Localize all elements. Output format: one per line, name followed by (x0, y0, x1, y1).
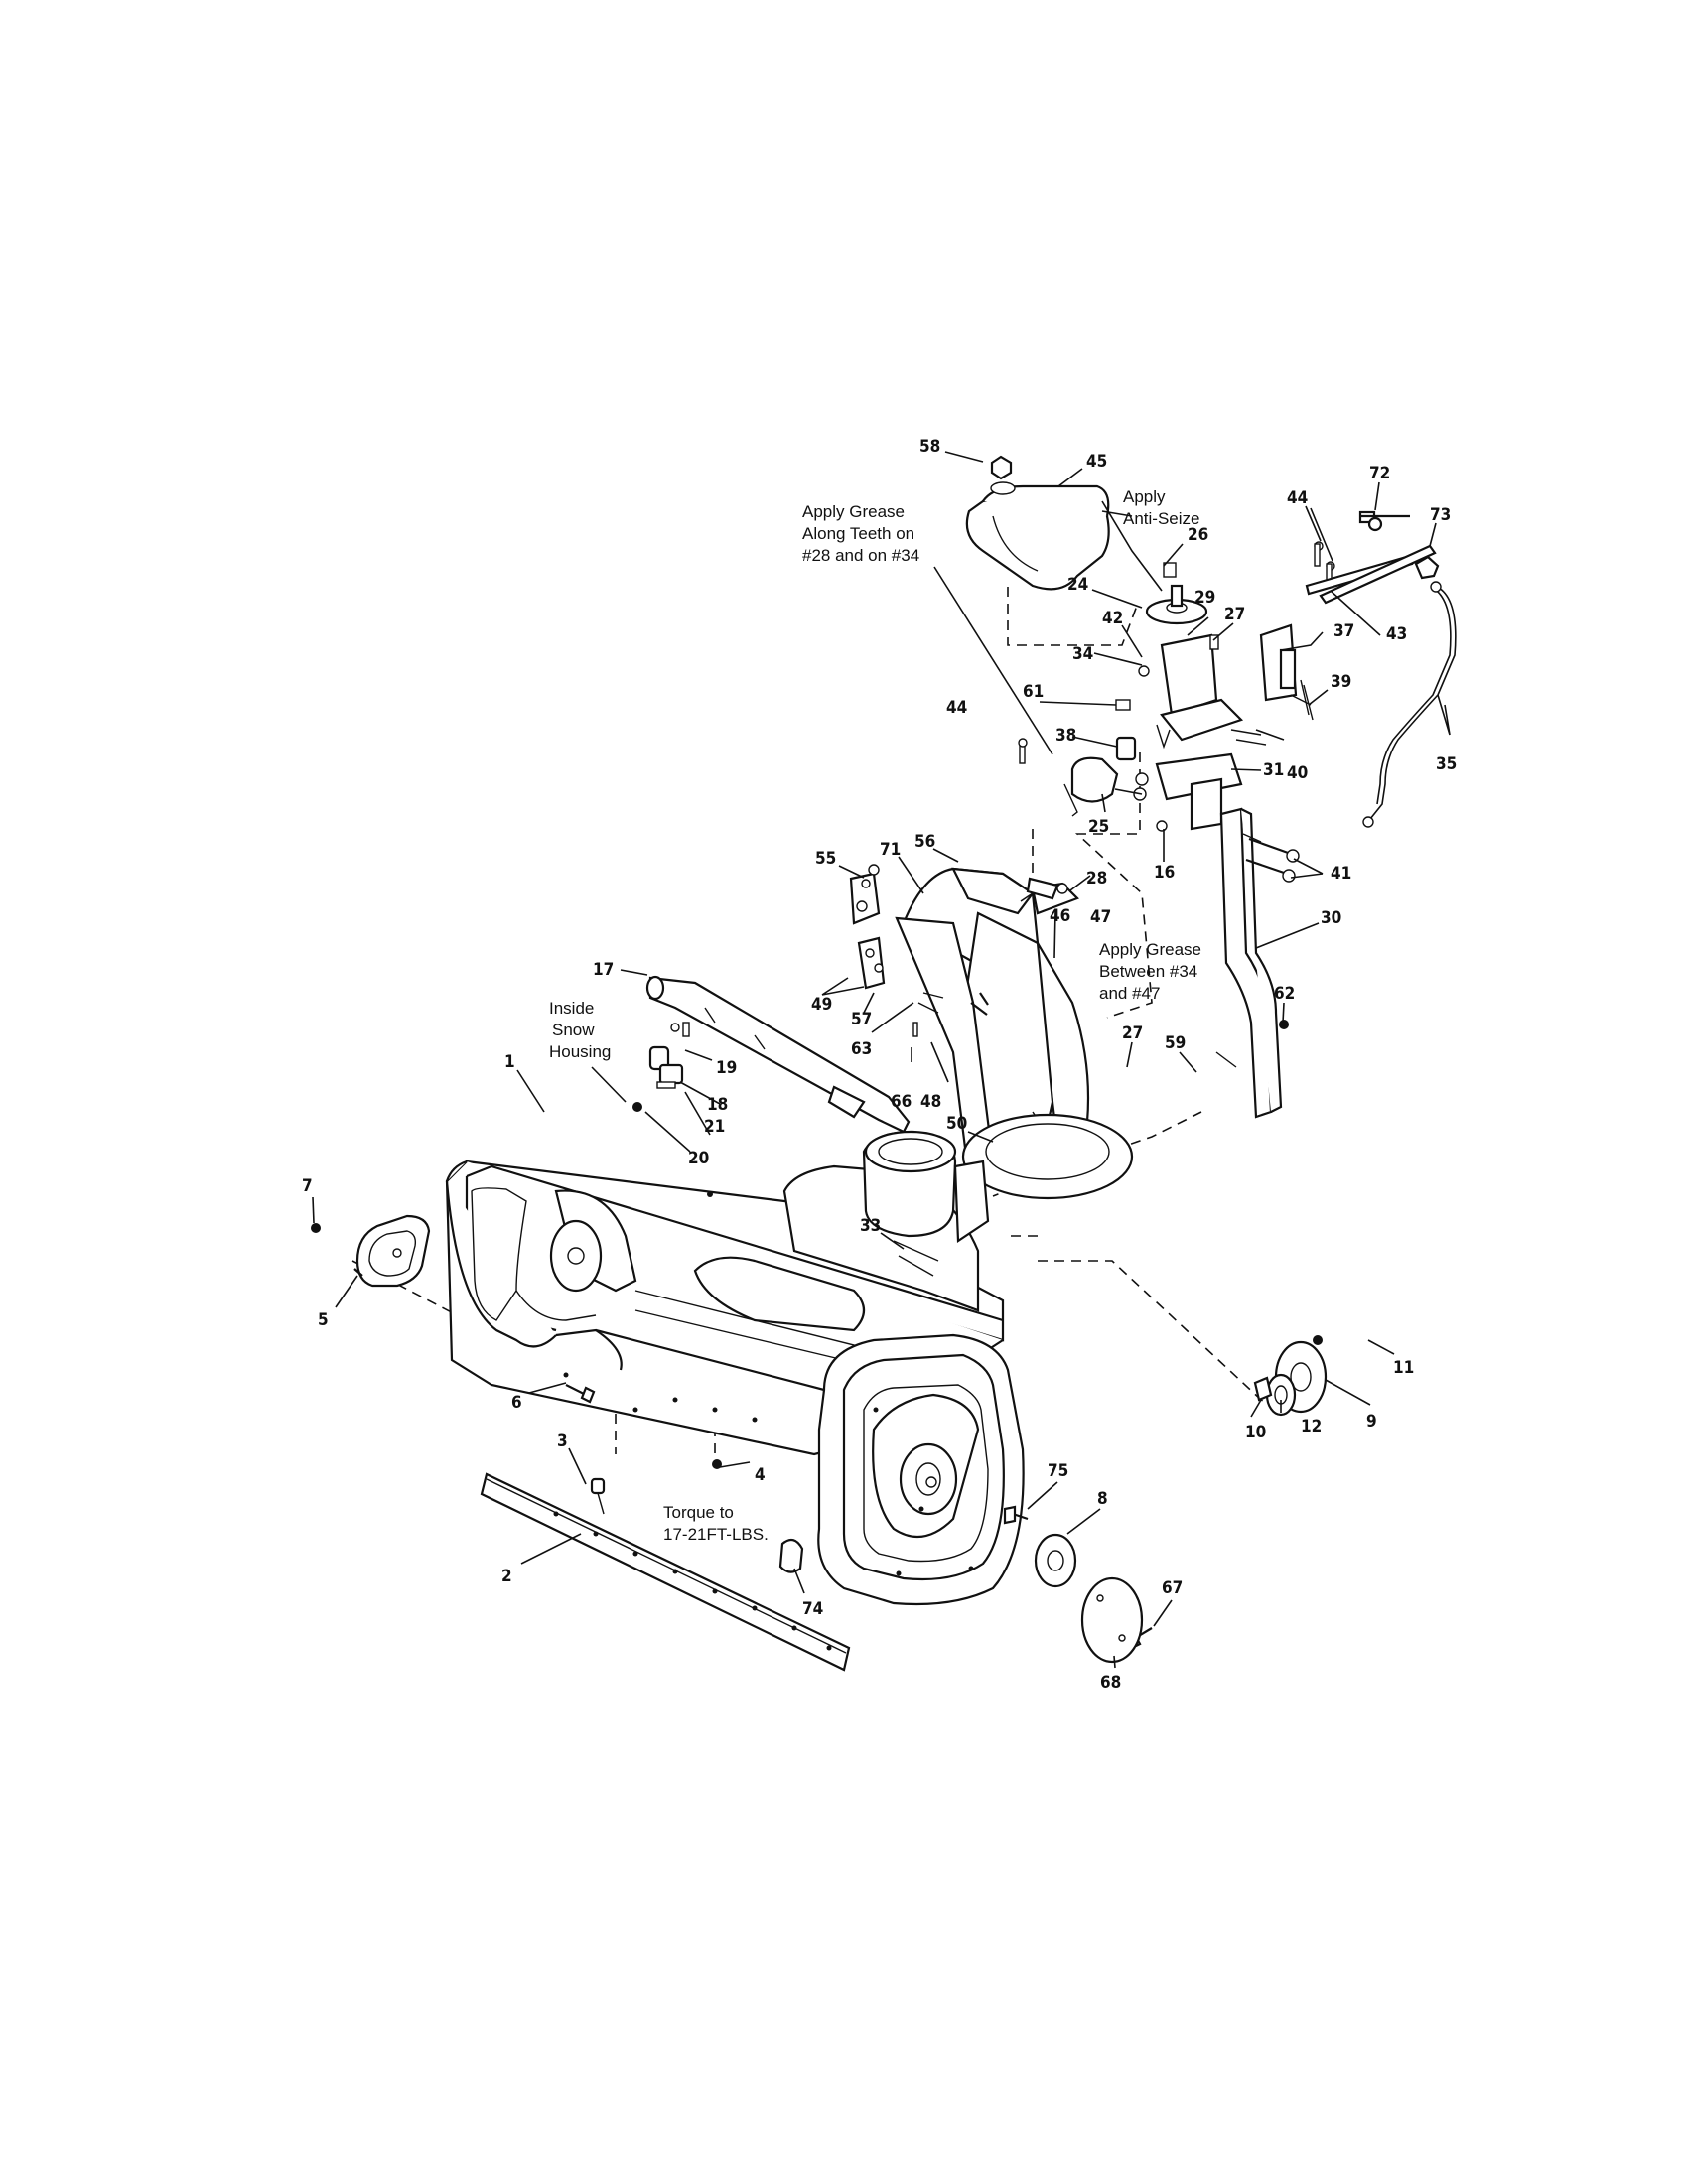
housing-right-side (817, 1333, 1025, 1606)
skid-shoe (353, 1214, 431, 1288)
part-label-33: 33 (860, 1216, 881, 1236)
part-label-63: 63 (851, 1039, 872, 1059)
part-label-7: 7 (302, 1176, 313, 1196)
part-label-21: 21 (704, 1117, 725, 1137)
part-label-57: 57 (851, 1010, 872, 1029)
part-label-37: 37 (1333, 621, 1354, 641)
part-label-43: 43 (1386, 624, 1407, 644)
shear-pins (632, 1022, 690, 1112)
chute-cable (1362, 581, 1457, 828)
part-label-31: 31 (1263, 760, 1284, 780)
part-label-41: 41 (1331, 864, 1351, 884)
scraper-bar (480, 1472, 851, 1672)
chute-deflector (965, 481, 1110, 591)
part-label-72: 72 (1369, 464, 1390, 483)
part-labels: 58 45 72 44 73 26 24 29 27 42 37 43 34 6… (302, 437, 1457, 1693)
part-label-1: 1 (504, 1052, 515, 1072)
part-label-24: 24 (1067, 575, 1088, 595)
note-inside-housing: Inside Snow Housing (549, 999, 611, 1061)
note-anti-seize-line1: Apply (1123, 487, 1166, 506)
note-inside-housing-line3: Housing (549, 1042, 611, 1061)
note-anti-seize: Apply Anti-Seize (1123, 487, 1199, 528)
part-label-71: 71 (880, 840, 901, 860)
note-torque: Torque to 17-21FT-LBS. (663, 1503, 769, 1544)
note-inside-housing-line2: Snow (552, 1021, 595, 1039)
chute-gear-assembly (1063, 584, 1314, 832)
part-label-75: 75 (1048, 1461, 1068, 1481)
housing-left-side (471, 1187, 758, 1423)
part-label-3: 3 (557, 1432, 568, 1451)
part-label-26: 26 (1188, 525, 1208, 545)
part-label-2: 2 (501, 1567, 512, 1586)
note-grease-between: Apply Grease Between #34 and #47 (1099, 940, 1201, 1003)
bearing-flange-front (1034, 1533, 1144, 1664)
part-label-8: 8 (1097, 1489, 1108, 1509)
note-torque-line2: 17-21FT-LBS. (663, 1525, 769, 1544)
part-label-66: 66 (891, 1092, 912, 1112)
part-label-18: 18 (707, 1095, 728, 1115)
bearing-flange-rear (1253, 1335, 1328, 1417)
part-label-28: 28 (1086, 869, 1107, 888)
part-label-4: 4 (755, 1465, 766, 1485)
note-grease-teeth: Apply Grease Along Teeth on #28 and on #… (802, 502, 919, 565)
part-label-74: 74 (802, 1599, 823, 1619)
part-label-27: 27 (1224, 605, 1245, 624)
part-label-58: 58 (919, 437, 940, 457)
part-label-42: 42 (1102, 609, 1123, 628)
note-grease-teeth-line1: Apply Grease (802, 502, 905, 521)
part-label-61: 61 (1023, 682, 1044, 702)
part-label-34: 34 (1072, 644, 1093, 664)
part-label-25: 25 (1088, 817, 1109, 837)
part-label-19: 19 (716, 1058, 737, 1078)
part-label-68: 68 (1100, 1673, 1121, 1693)
note-torque-line1: Torque to (663, 1503, 734, 1522)
part-label-38: 38 (1055, 726, 1076, 746)
part-label-35: 35 (1436, 754, 1457, 774)
chute-brackets (849, 864, 989, 1037)
part-label-73: 73 (1430, 505, 1451, 525)
part-label-20: 20 (688, 1149, 709, 1168)
part-label-45: 45 (1086, 452, 1107, 472)
part-label-5: 5 (318, 1310, 329, 1330)
part-label-44: 44 (946, 698, 967, 718)
part-label-9: 9 (1366, 1412, 1377, 1432)
part-label-11: 11 (1393, 1358, 1414, 1378)
part-label-47: 47 (1090, 907, 1111, 927)
part-label-62: 62 (1274, 984, 1295, 1004)
part-label-49: 49 (811, 995, 832, 1015)
part-label-12: 12 (1301, 1417, 1322, 1436)
part-label-59: 59 (1165, 1033, 1186, 1053)
part-label-39: 39 (1331, 672, 1351, 692)
part-label-44: 44 (1287, 488, 1308, 508)
impeller-housing (782, 1130, 990, 1312)
part-label-48: 48 (920, 1092, 941, 1112)
part-label-46: 46 (1050, 906, 1070, 926)
note-grease-teeth-line2: Along Teeth on (802, 524, 914, 543)
bolts-41 (1245, 837, 1300, 883)
part-label-29: 29 (1194, 588, 1215, 608)
chute-base-ring (961, 1113, 1134, 1200)
part-label-30: 30 (1321, 908, 1341, 928)
part-label-40: 40 (1287, 763, 1308, 783)
note-grease-teeth-line3: #28 and on #34 (802, 546, 919, 565)
part-label-55: 55 (815, 849, 836, 869)
note-anti-seize-line2: Anti-Seize (1123, 509, 1199, 528)
part-label-10: 10 (1245, 1423, 1266, 1442)
part-label-67: 67 (1162, 1578, 1183, 1598)
note-grease-between-line2: Between #34 (1099, 962, 1197, 981)
note-inside-housing-line1: Inside (549, 999, 594, 1018)
part-label-50: 50 (946, 1114, 967, 1134)
part-label-6: 6 (511, 1393, 522, 1413)
leader-lines (312, 451, 1451, 1669)
discharge-chute (895, 867, 1090, 1173)
chute-crank-rod (1215, 807, 1289, 1119)
crank-shaft (1319, 516, 1437, 605)
part-label-56: 56 (914, 832, 935, 852)
part-label-27: 27 (1122, 1024, 1143, 1043)
note-grease-between-line3: and #47 (1099, 984, 1160, 1003)
part-label-17: 17 (593, 960, 614, 980)
part-label-16: 16 (1154, 863, 1175, 883)
note-grease-between-line1: Apply Grease (1099, 940, 1201, 959)
